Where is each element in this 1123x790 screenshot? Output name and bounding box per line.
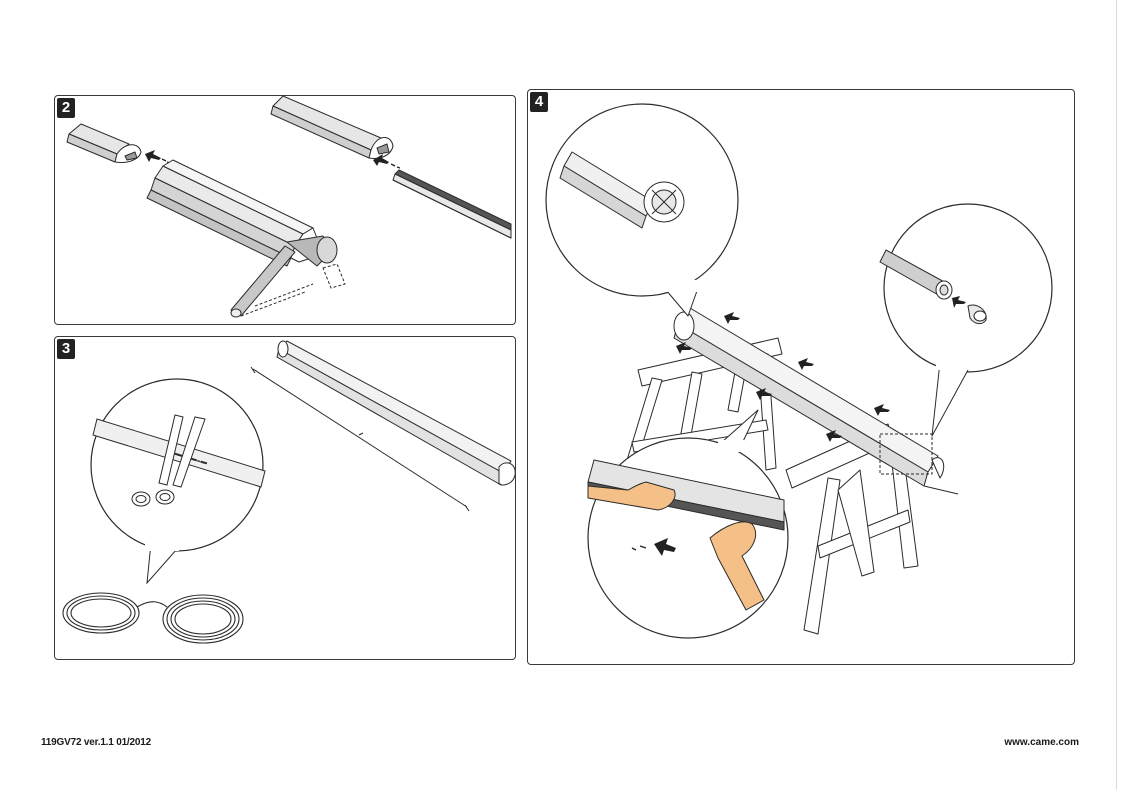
website-link[interactable]: www.came.com bbox=[1004, 737, 1079, 748]
step-3-illustration: ═══ ·· ═══ ·· ══ bbox=[62, 340, 515, 644]
sawhorse-back bbox=[623, 337, 783, 473]
insert-arrow-left bbox=[145, 150, 171, 164]
step-2-panel: 2 bbox=[54, 95, 516, 325]
cable-coil bbox=[62, 592, 244, 644]
page-edge-line bbox=[1116, 0, 1117, 790]
hand-left bbox=[587, 481, 676, 511]
step-3-badge: 3 bbox=[57, 339, 75, 359]
step-2-badge: 2 bbox=[57, 98, 75, 118]
step-2-illustration bbox=[66, 96, 512, 318]
document-code: 119GV72 ver.1.1 01/2012 bbox=[41, 737, 151, 748]
step-4-panel: 4 bbox=[527, 89, 1075, 665]
scissors-icon bbox=[131, 414, 206, 507]
push-arrows bbox=[676, 312, 890, 442]
insert-arrow-right bbox=[373, 154, 401, 169]
hand-right bbox=[709, 521, 765, 611]
step-4-badge: 4 bbox=[530, 92, 548, 112]
step-3-panel: 3 ═══ ·· ═══ ·· ══ bbox=[54, 336, 516, 660]
step-4-illustration bbox=[545, 103, 1053, 639]
